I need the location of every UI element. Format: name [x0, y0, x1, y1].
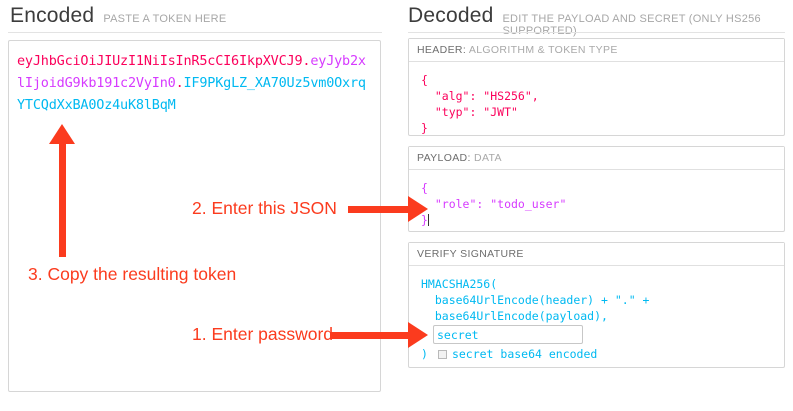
decoded-divider — [408, 32, 785, 33]
annotation-arrow-2-head — [408, 196, 428, 222]
verify-signature-panel: VERIFY SIGNATURE HMACSHA256( base64UrlEn… — [408, 242, 785, 368]
page-title-decoded: Decoded — [408, 4, 494, 27]
encoded-token-textarea[interactable] — [8, 40, 381, 392]
annotation-note-3: 3. Copy the resulting token — [28, 264, 237, 284]
header-json-editor[interactable]: { "alg": "HS256", "typ": "JWT" } — [421, 73, 539, 135]
text-caret — [427, 214, 429, 226]
base64-encoded-checkbox[interactable] — [437, 349, 447, 359]
header-panel-label-dim: ALGORITHM & TOKEN TYPE — [468, 44, 618, 56]
token-signature-segment: IF9PKgLZ_XA70Uz5vm0OxrqYTCQdXxBA0Oz4uK8l… — [17, 75, 366, 113]
annotation-arrow-1-line — [330, 332, 413, 339]
payload-json-text: { "role": "todo_user" } — [421, 181, 567, 227]
annotation-arrow-3-head — [49, 124, 75, 144]
header-panel-label-strong: HEADER: — [417, 44, 467, 56]
annotation-arrow-1-head — [408, 322, 428, 348]
header-panel: HEADER: ALGORITHM & TOKEN TYPE { "alg": … — [408, 38, 785, 136]
encoded-token-text[interactable]: eyJhbGciOiJIUzI1NiIsInR5cCI6IkpXVCJ9.eyJ… — [17, 50, 367, 116]
signature-close-paren: ) — [421, 347, 428, 361]
token-payload-segment: eyJyb2xlIjoidG9kb191c2VyIn0 — [17, 53, 366, 91]
token-separator-2: . — [175, 75, 184, 91]
signature-footer-row: ) secret base64 encoded — [421, 347, 597, 361]
payload-panel: PAYLOAD: DATA { "role": "todo_user" } — [408, 146, 785, 232]
signature-panel-label: VERIFY SIGNATURE — [409, 243, 784, 266]
payload-panel-label-dim: DATA — [474, 152, 502, 164]
decoded-pane-header: Decoded EDIT THE PAYLOAD AND SECRET (ONL… — [408, 4, 793, 37]
secret-input[interactable] — [433, 325, 583, 344]
encoded-pane: Encoded PASTE A TOKEN HERE eyJhbGciOiJIU… — [8, 4, 382, 392]
payload-json-editor[interactable]: { "role": "todo_user" } — [409, 170, 784, 236]
annotation-arrow-3-line — [59, 140, 66, 257]
payload-panel-label-strong: PAYLOAD: — [417, 152, 471, 164]
decoded-pane: Decoded EDIT THE PAYLOAD AND SECRET (ONL… — [400, 0, 793, 411]
token-header-segment: eyJhbGciOiJIUzI1NiIsInR5cCI6IkpXVCJ9 — [17, 53, 303, 69]
header-panel-label: HEADER: ALGORITHM & TOKEN TYPE — [409, 39, 784, 62]
annotation-arrow-2-line — [348, 206, 413, 213]
base64-encoded-label: secret base64 encoded — [451, 347, 598, 361]
annotation-note-1: 1. Enter password — [192, 324, 334, 344]
encoded-subtitle: PASTE A TOKEN HERE — [103, 13, 227, 25]
page-title-encoded: Encoded — [10, 4, 95, 27]
encoded-divider — [8, 32, 382, 33]
payload-panel-label: PAYLOAD: DATA — [409, 147, 784, 170]
token-separator-1: . — [302, 53, 311, 69]
encoded-pane-header: Encoded PASTE A TOKEN HERE — [10, 4, 226, 28]
annotation-note-2: 2. Enter this JSON — [192, 198, 337, 218]
decoded-subtitle: EDIT THE PAYLOAD AND SECRET (ONLY HS256 … — [502, 13, 761, 37]
signature-formula-text: HMACSHA256( base64UrlEncode(header) + ".… — [421, 277, 650, 323]
signature-panel-label-strong: VERIFY SIGNATURE — [417, 248, 524, 260]
